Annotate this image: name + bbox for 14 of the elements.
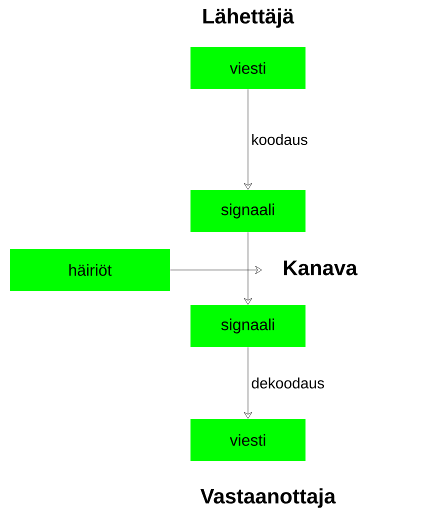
process-box: signaali [190, 190, 306, 232]
edge-label: koodaus [250, 133, 309, 146]
arrow [244, 232, 252, 305]
heading: Lähettäjä [203, 8, 294, 28]
arrow [244, 89, 252, 190]
process-box: signaali [190, 305, 306, 347]
process-box: häiriöt [10, 249, 170, 291]
heading: Kanava [284, 260, 358, 276]
arrow [244, 347, 252, 419]
arrow [170, 266, 262, 274]
edge-label: dekoodaus [250, 376, 326, 390]
heading: Vastaanottaja [200, 488, 336, 508]
process-box: viesti [190, 419, 306, 461]
process-box: viesti [190, 47, 306, 89]
